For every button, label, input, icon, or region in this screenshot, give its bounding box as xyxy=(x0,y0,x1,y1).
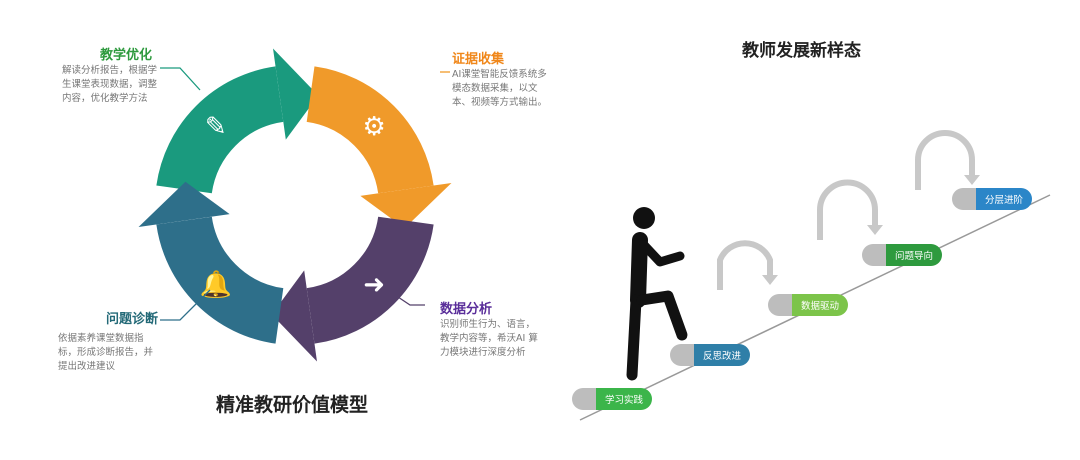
item-title-diagnosis: 问题诊断 xyxy=(106,312,159,327)
climbing-person-icon xyxy=(626,207,688,381)
item-title-optimize: 教学优化 xyxy=(100,48,153,63)
cycle-title: 精准教研价值模型 xyxy=(216,394,369,416)
edit-icon: ✎ xyxy=(205,112,227,142)
stairs-title: 教师发展新样态 xyxy=(742,41,861,61)
leader-line xyxy=(160,289,211,321)
cycle-arc xyxy=(305,215,434,344)
cycle-arrowhead xyxy=(360,183,452,229)
item-title-analysis: 数据分析 xyxy=(440,302,493,317)
step-pill: 数据驱动 xyxy=(768,294,848,316)
cycle-arrowhead xyxy=(273,48,319,140)
step-pill: 问题导向 xyxy=(862,244,942,266)
cycle-arc xyxy=(305,66,434,195)
cycle-arc xyxy=(156,215,285,344)
step-pill: 学习实践 xyxy=(572,388,652,410)
loop-arrow xyxy=(915,130,975,190)
item-desc-evidence: AI课堂智能反馈系统多模态数据采集，以文本、视频等方式输出。 xyxy=(452,69,548,108)
item-desc-diagnosis: 依据素养课堂数据指标，形成诊断报告，并提出改进建议 xyxy=(58,333,154,372)
loop-arrow xyxy=(717,240,773,290)
export-icon: ➜ xyxy=(363,270,385,300)
loop-arrowhead xyxy=(762,275,778,285)
loop-arrow xyxy=(817,179,878,240)
gears-icon: ⚙ xyxy=(363,112,386,142)
step-pill: 反思改进 xyxy=(670,344,750,366)
leader-line xyxy=(160,67,201,91)
cycle-arrowhead xyxy=(138,181,230,227)
item-desc-analysis: 识别师生行为、语言，教学内容等，希沃AI 算力模块进行深度分析 xyxy=(440,319,538,358)
step-pill: 分层进阶 xyxy=(952,188,1032,210)
cycle-arc xyxy=(156,66,285,195)
item-desc-optimize: 解读分析报告，根据学生课堂表现数据，调整内容，优化教学方法 xyxy=(62,65,158,104)
loop-arrowhead xyxy=(964,175,980,185)
cycle-arrowhead xyxy=(271,270,317,362)
item-title-evidence: 证据收集 xyxy=(452,52,505,67)
leader-line xyxy=(394,294,425,306)
loop-arrowhead xyxy=(867,225,883,235)
